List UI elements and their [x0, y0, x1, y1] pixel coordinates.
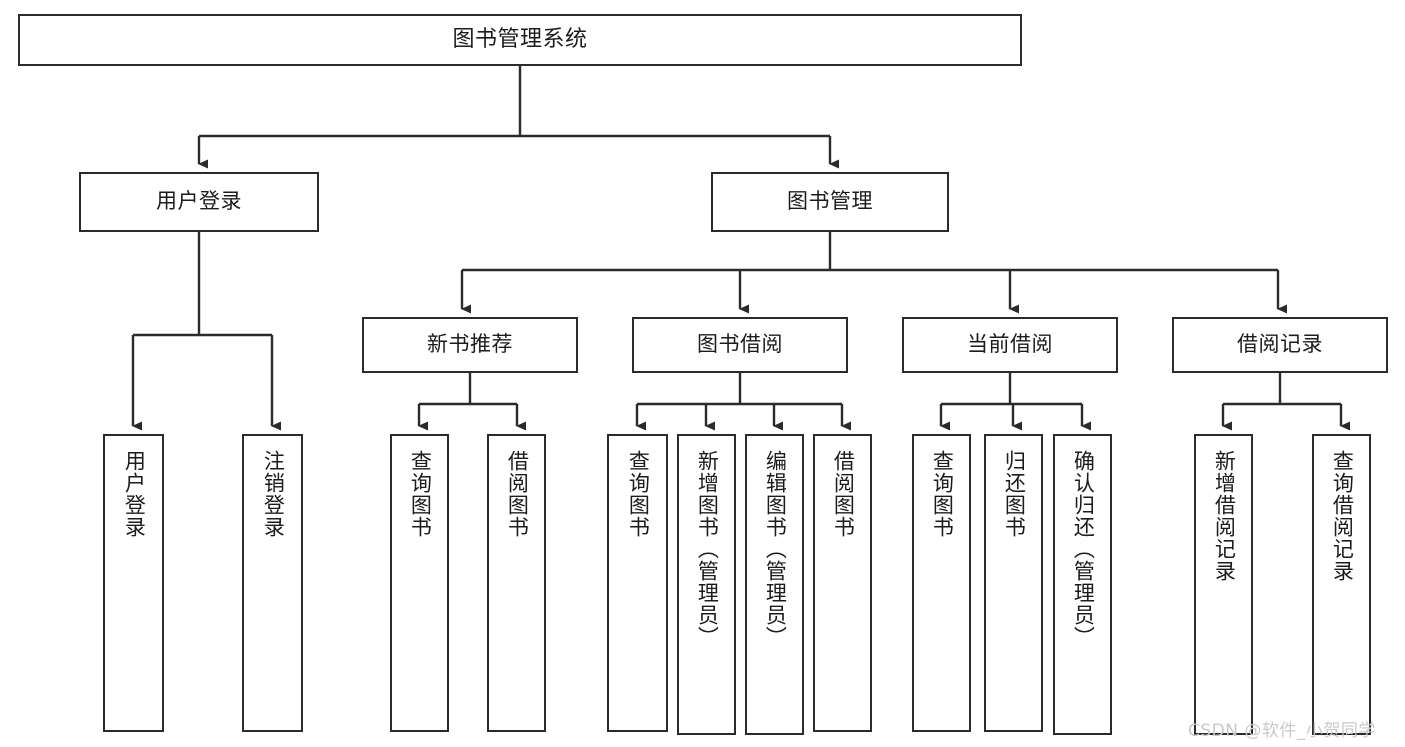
- node-book-borrow[interactable]: 图书借阅: [632, 317, 848, 373]
- node-new-book-recommend-label: 新书推荐: [427, 332, 513, 357]
- node-user-login-label: 用户登录: [156, 189, 242, 214]
- leaf-node[interactable]: 确认归还（管理员）: [1053, 434, 1112, 735]
- node-book-management[interactable]: 图书管理: [711, 172, 949, 232]
- leaf-node-label: 借阅图书: [831, 450, 856, 538]
- node-root-label: 图书管理系统: [452, 26, 588, 52]
- leaf-node-label: 新增借阅记录: [1212, 450, 1237, 582]
- leaf-node-label: 查询借阅记录: [1330, 450, 1355, 582]
- node-current-borrow[interactable]: 当前借阅: [902, 317, 1118, 373]
- node-user-login[interactable]: 用户登录: [79, 172, 319, 232]
- leaf-node[interactable]: 注销登录: [242, 434, 303, 732]
- node-borrow-record-label: 借阅记录: [1237, 332, 1323, 357]
- leaf-node[interactable]: 编辑图书（管理员）: [745, 434, 804, 735]
- leaf-node[interactable]: 借阅图书: [487, 434, 546, 732]
- leaf-node[interactable]: 查询图书: [912, 434, 971, 732]
- leaf-node[interactable]: 查询图书: [607, 434, 668, 732]
- leaf-node-label: 借阅图书: [505, 450, 530, 538]
- leaf-node-label: 用户登录: [122, 450, 147, 538]
- leaf-node-label: 归还图书: [1002, 450, 1027, 538]
- leaf-node-label: 确认归还（管理员）: [1071, 450, 1096, 648]
- leaf-node-label: 编辑图书（管理员）: [763, 450, 788, 648]
- node-new-book-recommend[interactable]: 新书推荐: [362, 317, 578, 373]
- node-current-borrow-label: 当前借阅: [967, 332, 1053, 357]
- leaf-node[interactable]: 查询图书: [390, 434, 449, 732]
- node-book-management-label: 图书管理: [787, 189, 873, 214]
- leaf-node[interactable]: 新增借阅记录: [1194, 434, 1253, 735]
- leaf-node-label: 查询图书: [930, 450, 955, 538]
- leaf-node[interactable]: 新增图书（管理员）: [677, 434, 736, 735]
- leaf-node[interactable]: 用户登录: [103, 434, 164, 732]
- leaf-node-label: 查询图书: [626, 450, 651, 538]
- leaf-node[interactable]: 借阅图书: [813, 434, 872, 732]
- node-root[interactable]: 图书管理系统: [18, 14, 1022, 66]
- leaf-node[interactable]: 查询借阅记录: [1312, 434, 1371, 735]
- leaf-node-label: 新增图书（管理员）: [695, 450, 720, 648]
- leaf-node-label: 查询图书: [408, 450, 433, 538]
- node-borrow-record[interactable]: 借阅记录: [1172, 317, 1388, 373]
- csdn-watermark: CSDN @软件_小贺同学: [1188, 721, 1376, 741]
- leaf-node[interactable]: 归还图书: [984, 434, 1043, 732]
- leaf-node-label: 注销登录: [261, 450, 286, 538]
- node-book-borrow-label: 图书借阅: [697, 332, 783, 357]
